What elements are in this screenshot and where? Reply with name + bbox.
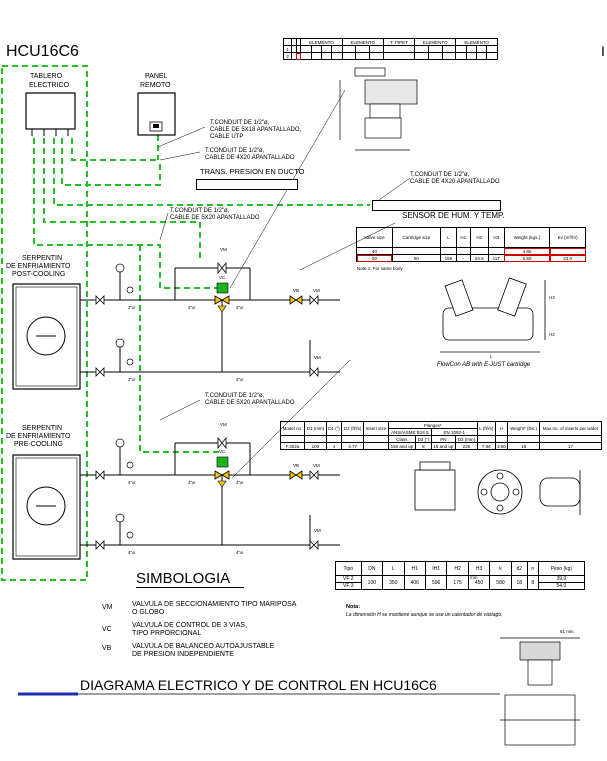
simbologia-desc-vc-1: VALVULA DE CONTROL DE 3 VIAS, [132,622,248,629]
label-pipe-pre-4: 4"ø [128,550,135,555]
valve-vc-post [214,282,230,313]
callout-2-line-1: T.CONDUIT DE 1/2"ø, [205,148,265,154]
callout-5-line-2: CABLE DE 5X20 APANTALLADO [205,400,295,406]
simbologia-title: SIMBOLOGIA [136,570,231,587]
callout-1-line-3: CABLE UTP [210,134,244,140]
tablero-electrico [25,92,76,136]
simbologia-underline [136,587,244,588]
label-pipe-pre-5: 4"ø [236,550,243,555]
label-pipe-pre-3: 4"ø [236,480,243,485]
label-pipe-post-4: 2"ø [128,377,135,382]
coil-post-label-1: SERPENTIN [22,255,63,262]
label-vm-post-top: VM [220,247,227,252]
coil-pre-label-2: DE ENFRIAMIENTO [6,433,71,440]
label-pipe-post-2: 2"ø [188,305,195,310]
coil-post-label-3: POST-COOLING [12,271,66,278]
simbologia-desc-vm-1: VALVULA DE SECCIONAMIENTO TIPO MARIPOSA [132,601,297,608]
label-vb-pre: VB [293,463,300,468]
actuator-drawing-top [339,67,418,151]
simbologia-code-vb: VB [102,645,112,652]
tipo-note-text: La dimensión H se mantiene aunque se use… [346,612,503,618]
edge-mark: I [601,43,605,59]
flowcon-valve-drawing [440,277,546,353]
trans-presion-box [196,179,298,190]
label-vc-post: VC [219,275,226,280]
simbologia-desc-vm-2: O GLOBO [132,609,165,616]
control-wiring [1,65,370,581]
coil-post-cooling [12,283,81,390]
dim-l: L [490,354,493,359]
callout-3-line-2: CABLE DE 4X20 APANTALLADO [410,179,500,185]
callout-4-line-1: T.CONDUIT DE 1/2"ø, [170,208,230,214]
gauges-post [115,263,134,366]
piping-post-cooling [80,267,340,373]
gauges-pre [115,438,134,539]
valve-vm-pre-b [217,436,319,550]
vf-valve-drawing [500,637,580,746]
tipo-note-title: Nota: [346,604,361,610]
valve-vb-pre [289,470,303,480]
callout-2-line-2: CABLE DE 4X20 APANTALLADO [205,155,295,161]
simbologia-desc-vb-1: VALVULA DE BALANCEO AUTOAJUSTABLE [132,643,275,650]
diagram-title: DIAGRAMA ELECTRICO Y DE CONTROL EN HCU16… [80,677,437,693]
valve-vc-pre [214,456,230,488]
coil-pre-cooling [12,454,81,560]
simbologia-code-vm: VM [102,604,113,611]
top-spec-table: ELEMENTO ELEMENTO T. PIPET ELEMENTO ELEM… [282,38,498,60]
tipo-unit: mm [470,575,478,580]
tablero-label-1: TABLERO [30,73,63,80]
panel-remoto [137,92,176,136]
label-vm-pre-right: VM [313,463,320,468]
valve-spec-note: Note 1: For same body [357,266,403,271]
dim-h2: H2 [549,332,555,337]
panel-label-2: REMOTO [140,82,171,89]
label-pipe-post-1: 2"ø [128,305,135,310]
valve-vb-post [289,295,303,305]
label-vc-pre: VC [219,449,226,454]
callout-5-line-1: T.CONDUIT DE 1/2"ø, [205,393,265,399]
panel-label-1: PANEL [145,73,168,80]
callout-1-line-2: CABLE DE 5X18 APANTALLADO, [210,127,302,133]
flange-table: Model no. D1 (mm) D1 (") D2 (ft³/s) Inse… [279,421,603,450]
leader-lines [157,89,411,479]
label-vm-pre-top: VM [220,422,227,427]
label-vm-post-return: VM [314,355,321,360]
actuator-dim: 61 min. [560,629,575,634]
label-pipe-post-5: 2"ø [236,377,243,382]
label-pipe-pre-1: 4"ø [128,480,135,485]
callout-3-line-1: T.CONDUIT DE 1/2"ø, [410,172,470,178]
valve-vm-post-a [95,295,105,377]
dim-h3: H3 [549,295,555,300]
callout-1-line-1: T.CONDUIT DE 1/2"ø, [210,120,270,126]
label-pipe-post-3: 2"ø [236,305,243,310]
piping-pre-cooling [80,442,340,546]
coil-post-label-2: DE ENFRIAMIENTO [6,263,71,270]
label-vm-pre-return: VM [314,528,321,533]
valve-spec-table: Valve size Cartridge size L H1 H2 H3 Wei… [356,227,586,262]
simbologia-code-vc: VC [102,626,112,633]
simbologia-desc-vc-2: TIPO PRPORCIONAL [132,630,202,637]
flowcon-caption: FlowCon AB with E-JUST cartridge [437,362,531,368]
tablero-label-2: ELECTRICO [29,82,70,89]
coil-pre-label-1: SERPENTIN [22,425,63,432]
trans-presion-label: TRANS. PRESION EN DUCTO [200,167,305,176]
callout-4-line-2: CABLE DE 5X20 APANTALLADO [170,215,260,221]
sensor-hum-label: SENSOR DE HUM. Y TEMP. [402,211,505,220]
flange-insert-drawing [414,461,581,515]
page-title: HCU16C6 [6,43,79,60]
tipo-table: Tipo DN L H1 IH1 H2 H3 k d2 n Peso (kg) … [335,561,586,590]
label-pipe-pre-2: 4"ø [188,480,195,485]
valve-vm-pre-a [95,470,105,550]
label-vb-post: VB [293,288,300,293]
sensor-box-1 [372,200,501,211]
label-vm-post-right: VM [313,288,320,293]
coil-pre-label-3: PRE-COOLING [14,441,64,448]
valve-vm-post-b [217,261,319,377]
simbologia-desc-vb-2: DE PRESION INDEPENDIENTE [132,651,234,658]
